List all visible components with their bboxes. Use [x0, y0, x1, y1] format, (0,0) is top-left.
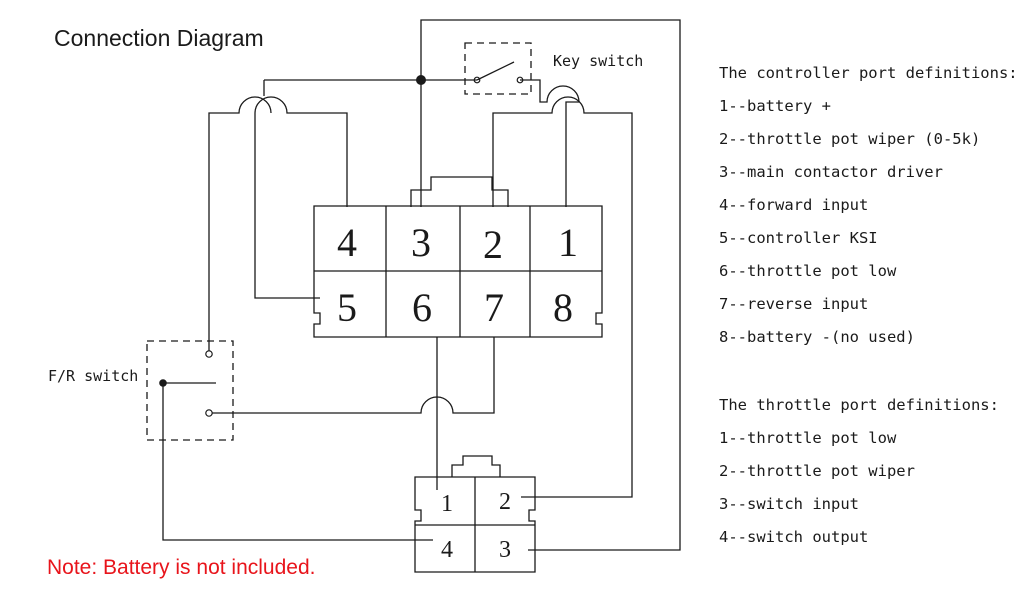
controller-pin-3: 3 [411, 220, 431, 265]
throttle-def-2: 2--throttle pot wiper [719, 462, 915, 480]
throttle-pin-1: 1 [441, 491, 453, 517]
wire-pin2 [492, 96, 633, 498]
wire-fr-common [162, 383, 433, 541]
controller-def-5: 5--controller KSI [719, 229, 878, 247]
throttle-pin-2: 2 [499, 489, 511, 515]
junction-dot [416, 75, 426, 85]
wiring [162, 19, 681, 551]
controller-pin-7: 7 [484, 285, 504, 330]
controller-def-3: 3--main contactor driver [719, 163, 943, 181]
controller-def-1: 1--battery + [719, 97, 831, 115]
key-switch: Key switch [464, 42, 643, 95]
fr-switch: F/R switch [48, 340, 234, 441]
controller-def-2: 2--throttle pot wiper (0-5k) [719, 130, 980, 148]
controller-def-7: 7--reverse input [719, 295, 868, 313]
fr-switch-label: F/R switch [48, 367, 138, 385]
controller-connector: 4 3 2 1 5 6 7 8 [313, 176, 603, 338]
controller-pin-6: 6 [412, 285, 432, 330]
throttle-def-4: 4--switch output [719, 528, 868, 546]
wire-key-to-pin1 [520, 79, 580, 207]
battery-note: Note: Battery is not included. [47, 556, 315, 579]
throttle-pin-4: 4 [441, 537, 453, 563]
wire-pin5 [254, 96, 348, 299]
throttle-connector: 1 2 4 3 [414, 455, 536, 573]
controller-pin-5: 5 [337, 285, 357, 330]
controller-def-8: 8--battery -(no used) [719, 328, 915, 346]
throttle-definitions: The throttle port definitions: 1--thrott… [719, 396, 999, 546]
wire-fr-top [208, 96, 272, 351]
diagram-title: Connection Diagram [54, 25, 264, 51]
controller-definitions-heading: The controller port definitions: [719, 64, 1018, 82]
controller-pin-8: 8 [553, 285, 573, 330]
key-switch-label: Key switch [553, 52, 643, 70]
throttle-def-3: 3--switch input [719, 495, 859, 513]
throttle-pin-3: 3 [499, 537, 511, 563]
wire-fr-bottom [212, 337, 495, 414]
controller-def-4: 4--forward input [719, 196, 868, 214]
controller-def-6: 6--throttle pot low [719, 262, 897, 280]
controller-pin-4: 4 [337, 220, 357, 265]
controller-pin-2: 2 [483, 222, 503, 267]
throttle-definitions-heading: The throttle port definitions: [719, 396, 999, 414]
throttle-def-1: 1--throttle pot low [719, 429, 897, 447]
controller-definitions: The controller port definitions: 1--batt… [719, 64, 1018, 346]
controller-pin-1: 1 [558, 220, 578, 265]
